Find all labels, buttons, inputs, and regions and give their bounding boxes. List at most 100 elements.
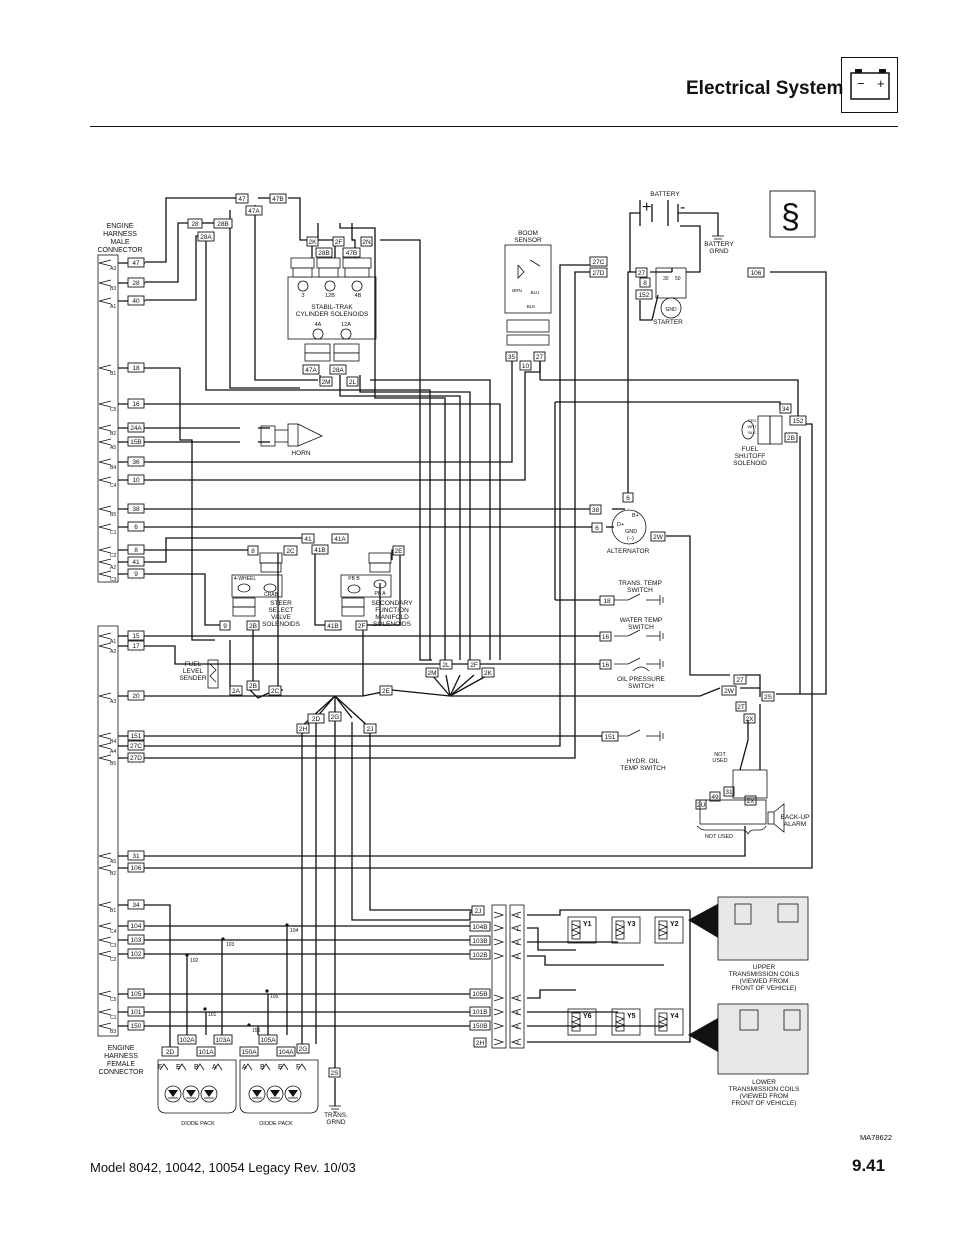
- wire-tag-label: 8: [251, 548, 255, 555]
- male-pin-wire: 40: [127, 295, 145, 306]
- alternator-label: ALTERNATOR: [607, 548, 650, 555]
- tag-bus: 2J: [363, 723, 377, 734]
- transmission-coil: Y2: [654, 916, 684, 944]
- male-pin-label: A3: [110, 266, 116, 272]
- boom-wire-blu: BLU: [531, 290, 540, 295]
- female-pin-wire: 20: [127, 690, 145, 701]
- tag-bus: 2E: [379, 685, 393, 696]
- male-pin-label: B2: [110, 431, 116, 437]
- wire-tag-label: 16: [602, 662, 610, 669]
- wire-tag-label: 34: [782, 406, 790, 413]
- female-pin-wire: 27D: [127, 752, 145, 763]
- trans-pin-num: 1: [516, 927, 519, 933]
- svg-text:+: +: [642, 199, 651, 216]
- wire-tag-label: 41B: [327, 623, 339, 630]
- lower-coils-1: LOWER: [752, 1079, 776, 1086]
- tag-steer: 9: [219, 620, 231, 631]
- page-number: 9.41: [852, 1156, 886, 1175]
- splice-dot: [221, 937, 225, 941]
- diode-letter: B: [194, 1064, 199, 1071]
- wire-tag-label: 34: [132, 902, 140, 909]
- wire-tag-label: 47A: [248, 208, 260, 215]
- hydr-oil-2: TEMP SWITCH: [620, 765, 666, 772]
- tag-trans_conn: 150B: [469, 1020, 491, 1031]
- wire-tag-label: 105: [131, 991, 142, 998]
- tag-switches: 16: [599, 659, 612, 670]
- tag-steer: 2F: [355, 620, 368, 631]
- wire-tag-label: 40: [132, 298, 140, 305]
- wire-tag-label: 2T: [737, 704, 745, 711]
- male-pin-wire: 10: [127, 474, 145, 485]
- male-pin-label: C2: [110, 553, 117, 559]
- splice-dot: [185, 953, 189, 957]
- male-pin-wire: 47: [127, 257, 145, 268]
- boom-label-1: BOOM: [518, 230, 538, 237]
- splice-dot: [247, 1023, 251, 1027]
- male-pin-wire: 41: [127, 556, 145, 567]
- wire-tag-label: 2E: [395, 548, 404, 555]
- wire-tag-label: 2M: [427, 670, 436, 677]
- wire-tag-label: 31: [725, 789, 733, 796]
- tag-switches: 16: [599, 631, 612, 642]
- tag-bottom: 2S: [328, 1067, 341, 1078]
- wire-tag-label: 41: [132, 559, 140, 566]
- wire-tag-label: 2L: [442, 662, 450, 669]
- tag-steer: 2E: [392, 545, 405, 556]
- wire-tag-label: 27: [536, 354, 544, 361]
- tag-top: 47: [235, 193, 249, 204]
- tag-trans_conn: 104B: [469, 921, 491, 932]
- oil-pressure-2: SWITCH: [628, 683, 654, 690]
- wire-tag-label: 152: [793, 418, 804, 425]
- fuel-shutoff-solenoid: RED WHT BLK FUEL SHUTOFF SOLENOID: [733, 415, 783, 467]
- secondary-label-4: SOLENOIDS: [373, 621, 412, 628]
- trans-temp-2: SWITCH: [627, 587, 653, 594]
- horn: HORN: [260, 423, 323, 457]
- splice-label: 102: [190, 958, 199, 964]
- coil-4a: 4A: [315, 322, 322, 328]
- transmission-coil: Y1: [567, 916, 597, 944]
- pb-a: PB A: [374, 591, 386, 597]
- wire-tag-label: 2F: [470, 662, 478, 669]
- water-temp-1: WATER TEMP: [620, 617, 663, 624]
- lower-coils-3: (VIEWED FROM: [740, 1093, 789, 1100]
- upper-coils-3: (VIEWED FROM: [740, 978, 789, 985]
- wire-tag-label: 2X: [746, 716, 755, 723]
- wire-tag-label: 38: [592, 507, 600, 514]
- coil-12a: 12A: [341, 322, 351, 328]
- splice-label: 101: [208, 1012, 217, 1018]
- wire-tag-label: 2U: [697, 802, 706, 809]
- wire-tag-label: 2F: [358, 623, 366, 630]
- wire-tag-label: 8: [134, 547, 138, 554]
- horn-label: HORN: [291, 450, 310, 457]
- female-pin-wire: 104: [127, 920, 145, 931]
- pb-b: PB B: [348, 576, 360, 582]
- wire-tag-label: 105B: [472, 991, 487, 998]
- wire-tag-label: 2D: [166, 1049, 175, 1056]
- male-pin-wire: 9: [127, 568, 145, 579]
- upper-coil-diagram: UPPER TRANSMISSION COILS (VIEWED FROM FR…: [688, 896, 809, 992]
- tag-bus: 2K: [481, 667, 495, 678]
- tag-backup: 2W: [721, 685, 737, 696]
- female-pin-label: B3: [110, 1029, 116, 1035]
- wire-tag-label: 28: [191, 221, 199, 228]
- female-pin-label: B4: [110, 739, 116, 745]
- female-pin-label: A4: [110, 749, 116, 755]
- female-label-3: FEMALE: [107, 1061, 135, 1068]
- footer-model: Model 8042, 10042, 10054 Legacy Rev. 10/…: [90, 1160, 356, 1175]
- wire-tag-label: 150B: [472, 1023, 487, 1030]
- male-pin-label: C1: [110, 530, 117, 536]
- tag-switches: 18: [599, 595, 615, 606]
- male-pin-wire: 15B: [127, 436, 145, 447]
- tag-top: 2M: [319, 376, 333, 387]
- male-pin-wire: 6: [127, 521, 145, 532]
- coil-label: Y6: [583, 1013, 592, 1020]
- male-pin-wire: 38: [127, 503, 145, 514]
- page-title: Electrical System: [686, 78, 844, 99]
- wire-tag-label: 101A: [198, 1049, 214, 1056]
- wire-tag-label: 27: [638, 270, 646, 277]
- male-pin-label: A5: [110, 445, 116, 451]
- secondary-label-2: FUNCTION: [375, 607, 409, 614]
- tag-steer: 41: [301, 533, 315, 544]
- male-pin-wire: 24A: [127, 422, 145, 433]
